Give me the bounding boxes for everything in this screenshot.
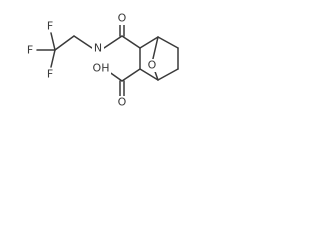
atom-amide-n: N: [92, 41, 104, 55]
bond-cf3-ch2: [54, 35, 75, 51]
bond-c1-obridge: [151, 36, 159, 64]
atom-f-top: F: [45, 19, 55, 33]
bond-c1-c6: [157, 36, 179, 49]
bond-ch2-n: [73, 35, 93, 49]
atom-bridge-o-label: O: [148, 59, 157, 72]
atom-acid-o: O: [116, 96, 128, 109]
atom-f-left: F: [25, 44, 35, 57]
bond-c2-c1: [139, 36, 159, 49]
bond-n-carbonyl: [103, 35, 123, 49]
bond-carbonyl-c2: [121, 35, 141, 49]
atom-f-bottom-label: F: [47, 68, 53, 81]
atom-acid-o-label: O: [118, 96, 127, 109]
bond-c3-cooh: [121, 68, 141, 82]
bond-cf-top: [50, 32, 56, 51]
atom-bridge-o: O: [146, 59, 158, 72]
bond-c4-c3: [139, 68, 159, 81]
atom-amide-o-label: O: [118, 12, 127, 25]
bond-cf-bottom: [50, 49, 56, 68]
atom-f-top-label: F: [47, 20, 53, 33]
atom-amide-o: O: [116, 12, 128, 25]
atom-f-left-label: F: [27, 44, 33, 57]
atom-acid-oh: OH: [91, 62, 111, 75]
atom-f-bottom: F: [45, 68, 55, 81]
atom-amide-n-label: N: [94, 42, 102, 55]
bond-c5-c4: [157, 68, 179, 81]
atom-acid-oh-label: OH: [93, 62, 110, 75]
molecule-svg: F F F N O O OH O: [25, 12, 179, 109]
structure-diagram: F F F N O O OH O: [0, 0, 213, 141]
